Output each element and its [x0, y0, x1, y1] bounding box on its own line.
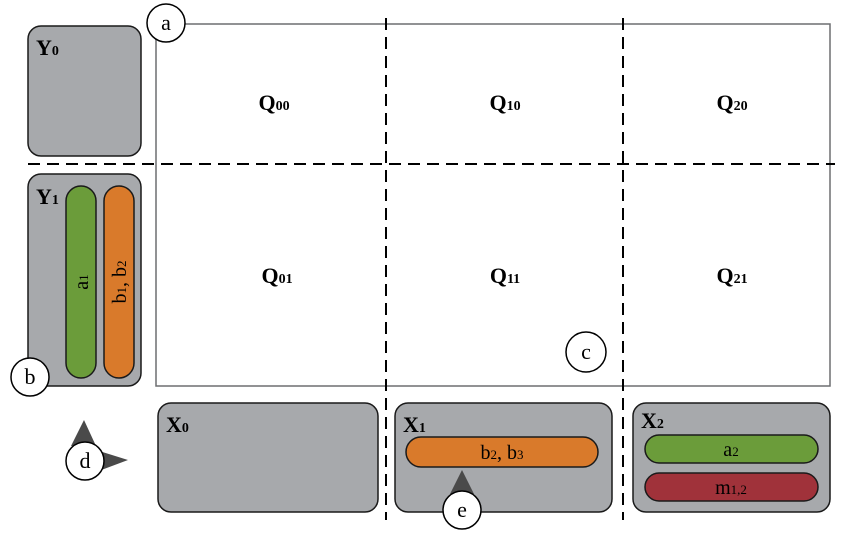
- marker-e-up-arrowhead: [450, 470, 474, 494]
- marker-d-up-arrowhead: [71, 420, 96, 446]
- y1-orange-pill: [103, 185, 135, 379]
- y0-label: Y0: [36, 35, 59, 60]
- callout-d-label: d: [80, 448, 91, 473]
- cell-label-q10: Q10: [489, 90, 520, 115]
- y0-box: [27, 25, 142, 157]
- y1-green-pill: [65, 185, 97, 379]
- callout-d: d: [65, 441, 105, 481]
- callout-b: b: [10, 357, 50, 397]
- x1-orange-pill: [405, 436, 599, 468]
- y1-green-pill-label: a1: [71, 274, 93, 289]
- callout-e: e: [442, 490, 482, 530]
- cell-label-q20: Q20: [716, 90, 747, 115]
- callout-c-label: c: [581, 339, 591, 364]
- x2-label: X2: [641, 408, 664, 433]
- x2-red-pill-label: m1,2: [715, 477, 747, 499]
- callout-a-label: a: [161, 10, 171, 35]
- callout-a: a: [146, 3, 186, 43]
- x0-label: X0: [166, 412, 189, 437]
- x2-red-pill: [644, 472, 819, 502]
- y1-orange-pill-label: b1, b2: [109, 261, 131, 304]
- cell-label-q00: Q00: [258, 90, 289, 115]
- grid-frame: [155, 23, 831, 387]
- cell-label-q11: Q11: [490, 263, 520, 288]
- x1-orange-pill-label: b2, b3: [481, 442, 524, 464]
- cell-label-q21: Q21: [716, 263, 747, 288]
- x2-green-pill: [644, 434, 819, 464]
- callout-c: c: [565, 331, 607, 373]
- y1-label: Y1: [36, 184, 59, 209]
- x0-box: [157, 402, 379, 513]
- x2-green-pill-label: a2: [723, 439, 738, 461]
- callout-b-label: b: [25, 364, 36, 389]
- cell-label-q01: Q01: [261, 263, 292, 288]
- marker-d-right-arrowhead: [96, 450, 128, 472]
- callout-e-label: e: [457, 497, 467, 522]
- x1-label: X1: [403, 412, 426, 437]
